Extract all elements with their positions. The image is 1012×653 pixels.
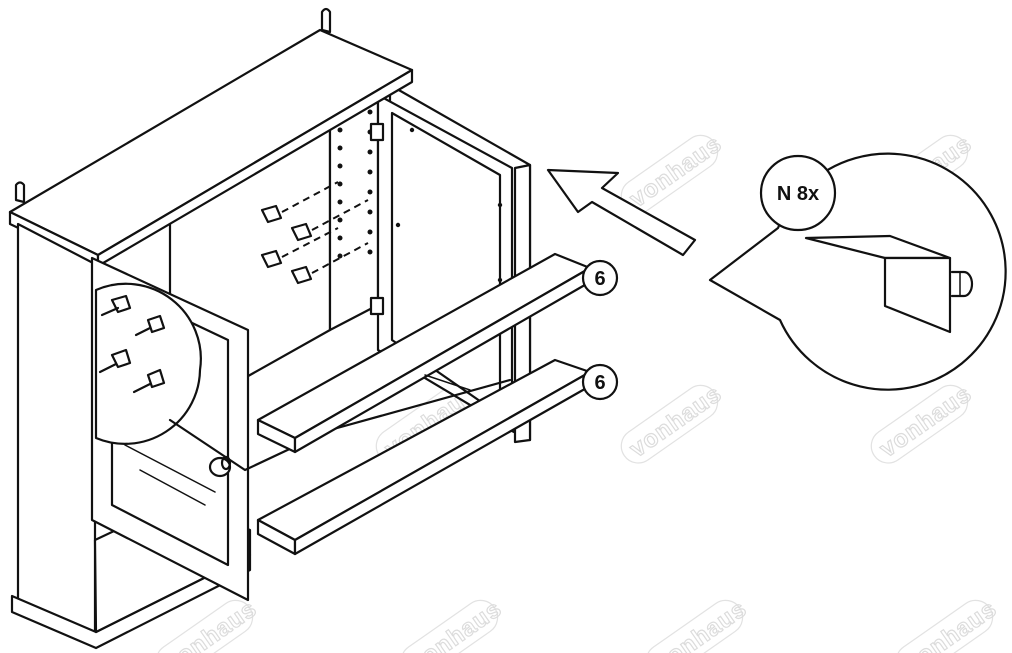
part-label: N 8x <box>777 183 819 205</box>
watermark-text: vonhaus <box>900 595 1002 653</box>
shelf-support-pin <box>950 270 974 298</box>
door-knob <box>208 456 232 478</box>
watermark-text: vonhaus <box>625 380 727 463</box>
shelf-shadow-line <box>424 374 471 391</box>
cabinet <box>8 7 532 650</box>
watermark-text: vonhaus <box>650 595 752 653</box>
door-pin-holes <box>395 127 503 283</box>
shelf-pin-icon <box>132 368 166 394</box>
glass-reflection-line <box>124 444 216 493</box>
hinge-bottom <box>369 296 385 316</box>
hinge-top <box>369 122 385 142</box>
shelf-top-number: 6 <box>594 268 605 290</box>
pin-holes-right-row <box>367 109 373 255</box>
shelf-pin-icon <box>260 227 339 269</box>
shelf-bottom-callout: 6 <box>581 363 619 401</box>
watermark-text: vonhaus <box>875 380 977 463</box>
arrow-icon <box>546 168 697 257</box>
shelf-top-callout: 6 <box>581 259 619 297</box>
watermark-text: vonhaus <box>405 595 507 653</box>
part-label-callout: N 8x <box>759 154 837 232</box>
shelf-pin-icon <box>100 294 132 317</box>
shelf-pin-icon <box>134 314 166 337</box>
shelf-pin-icon <box>98 348 132 374</box>
interior-floor-line <box>168 378 512 472</box>
shelf-pin-icon <box>290 242 369 285</box>
watermark-text: vonhaus <box>625 130 727 213</box>
shelf-bottom-number: 6 <box>594 372 605 394</box>
left-side-panel <box>16 222 97 637</box>
hanging-bracket-right <box>320 7 332 34</box>
pin-holes-left-row <box>337 127 343 259</box>
left-door-detail-circle <box>94 282 202 445</box>
detail-magnifier <box>708 152 1007 391</box>
shelf-pin-icon <box>290 199 369 242</box>
shelf-support-bracket-leg <box>883 256 952 334</box>
shelf-bottom <box>256 358 592 556</box>
glass-reflection-line <box>139 469 206 506</box>
hanging-bracket-left <box>14 181 26 204</box>
shelf-pin-icon <box>260 181 339 224</box>
